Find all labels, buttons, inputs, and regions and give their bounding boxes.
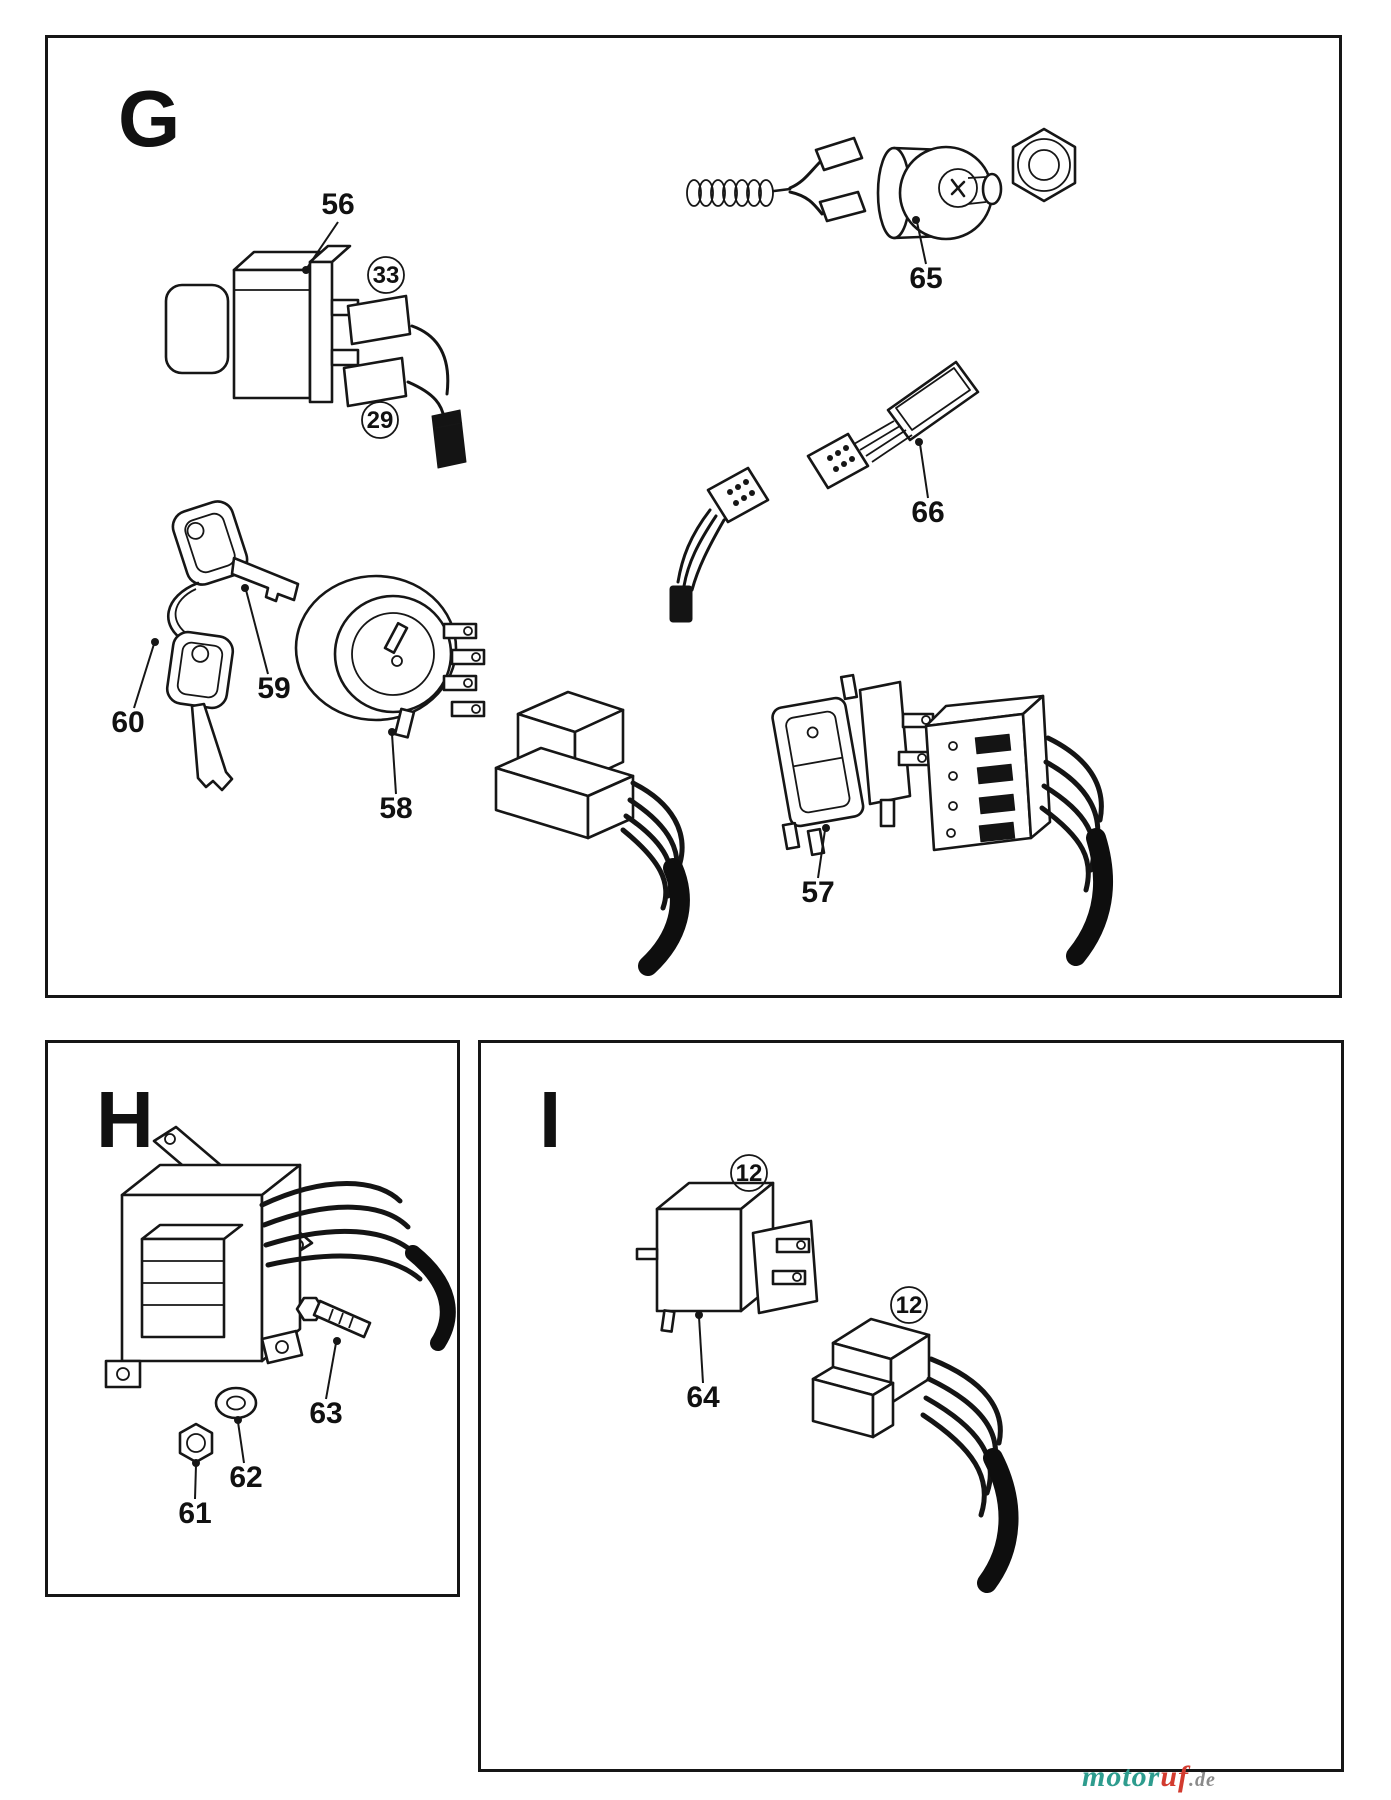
watermark-motoruf: motoruf.de	[1082, 1760, 1216, 1794]
callout-29: 29	[361, 401, 399, 439]
part-58-ignition-switch	[294, 574, 486, 739]
part-number-57: 57	[801, 876, 834, 909]
part-62-washer	[214, 1386, 258, 1420]
callout-61: 61	[178, 1459, 212, 1530]
part-number-33: 33	[373, 262, 400, 289]
panel-i: I 12 64	[478, 1040, 1344, 1772]
part-63-bolt	[295, 1296, 372, 1339]
part-number-29: 29	[367, 407, 394, 434]
callout-62: 62	[229, 1416, 263, 1494]
panel-g: G	[45, 35, 1342, 998]
part-60-key	[165, 630, 235, 792]
wire-plug-56	[406, 324, 467, 469]
callout-63: 63	[309, 1337, 343, 1430]
part-number-59: 59	[257, 672, 290, 705]
part-64-relay	[635, 1181, 819, 1333]
part-59-key	[171, 500, 300, 603]
part-voltage-regulator	[104, 1163, 304, 1389]
callout-57: 57	[801, 824, 835, 909]
callout-58: 58	[379, 728, 413, 825]
connector-pad-33	[346, 294, 412, 346]
part-number-58: 58	[379, 792, 412, 825]
exploded-diagram-h: H	[96, 1075, 456, 1530]
part-number-65: 65	[909, 262, 942, 295]
part-61-nut	[178, 1422, 214, 1464]
part-66-module	[669, 360, 980, 623]
callout-33: 33	[367, 256, 405, 294]
part-number-64: 64	[686, 1381, 720, 1414]
watermark-uf: uf	[1160, 1760, 1190, 1793]
watermark-motor: motor	[1082, 1760, 1161, 1793]
callout-12-relay: 12	[730, 1154, 768, 1192]
part-number-66: 66	[911, 496, 944, 529]
part-number-60: 60	[111, 706, 144, 739]
part-number-12-connector: 12	[896, 1292, 923, 1319]
watermark-de: .de	[1189, 1769, 1216, 1791]
panel-h: H	[45, 1040, 460, 1597]
part-number-61: 61	[178, 1497, 211, 1530]
connector-harness-right	[924, 694, 1114, 966]
exploded-diagram-g: G	[111, 74, 1114, 976]
callout-59: 59	[241, 584, 291, 705]
connector-pad-29	[342, 356, 408, 408]
callout-56: 56	[302, 188, 355, 274]
wire-harness-regulator	[259, 1181, 456, 1351]
callout-66: 66	[911, 438, 945, 529]
part-56-interlock-switch	[164, 244, 360, 404]
exploded-diagram-i: I 12 64	[539, 1075, 1019, 1593]
connector-12-harness	[811, 1317, 1019, 1593]
part-number-12-relay: 12	[736, 1160, 763, 1187]
callout-12-connector: 12	[890, 1286, 928, 1324]
connector-harness-center	[494, 690, 690, 976]
callout-65: 65	[909, 216, 943, 295]
part-number-63: 63	[309, 1397, 342, 1430]
part-number-56: 56	[321, 188, 354, 221]
part-number-62: 62	[229, 1461, 262, 1494]
callout-64: 64	[686, 1311, 720, 1414]
section-label-i: I	[539, 1075, 561, 1164]
section-label-g: G	[118, 74, 180, 163]
callout-60: 60	[111, 638, 159, 739]
section-label-h: H	[96, 1075, 154, 1164]
part-65-ignition-switch	[686, 127, 1077, 241]
part-57-rocker-switch	[771, 673, 935, 857]
